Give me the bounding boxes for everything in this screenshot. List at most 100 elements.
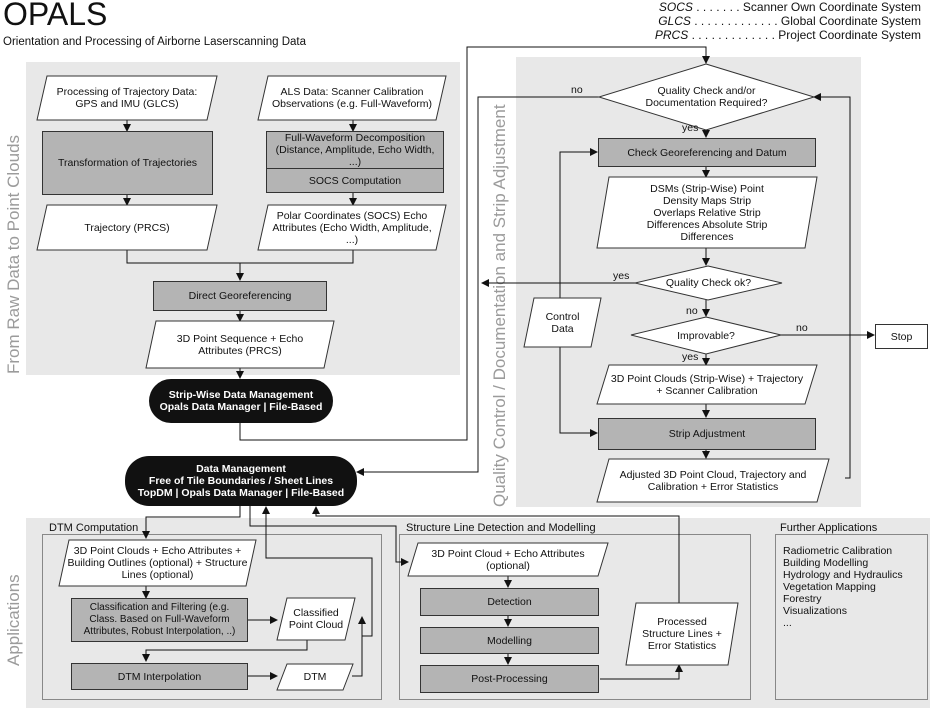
legend-socs-dots: . . . . . . . xyxy=(692,0,743,14)
label-yes-3: yes xyxy=(682,351,699,363)
label-no-2: no xyxy=(686,305,698,317)
trajectory-input: Processing of Trajectory Data: GPS and I… xyxy=(37,76,217,120)
label-no-1: no xyxy=(571,84,583,96)
post-processing-step: Post-Processing xyxy=(420,665,599,693)
further-applications-list: Radiometric Calibration Building Modelli… xyxy=(783,545,903,629)
improvable-diamond xyxy=(630,316,782,355)
qc-ok-label: Quality Check ok? xyxy=(665,277,752,289)
legend-socs-abbr: SOCS xyxy=(658,0,693,14)
transform-trajectories-step: Transformation of Trajectories xyxy=(42,131,213,195)
socs-computation-step: SOCS Computation xyxy=(266,168,444,193)
app-subtitle: Orientation and Processing of Airborne L… xyxy=(3,36,307,48)
polar-label: Polar Coordinates (SOCS) Echo Attributes… xyxy=(272,209,432,246)
quality-check-required: Quality Check and/or Documentation Requi… xyxy=(599,64,814,130)
classified-label: Classified Point Cloud xyxy=(288,607,344,631)
point-sequence: 3D Point Sequence + Echo Attributes (PRC… xyxy=(146,321,334,368)
list-item: Visualizations xyxy=(783,605,848,617)
app-title: OPALS xyxy=(3,0,108,32)
classified-shape xyxy=(276,597,356,641)
fw-decomposition-step: Full-Waveform Decomposition (Distance, A… xyxy=(266,131,444,169)
adjusted-label: Adjusted 3D Point Cloud, Trajectory and … xyxy=(619,468,807,493)
structure-line-panel xyxy=(399,534,751,700)
list-item: Radiometric Calibration xyxy=(783,545,893,557)
dsms-shape xyxy=(596,176,818,249)
post-label: Post-Processing xyxy=(471,673,548,685)
quality-check-diamond xyxy=(597,63,816,131)
interp-label: DTM Interpolation xyxy=(117,670,202,683)
strip-dm-line1: Strip-Wise Data Management xyxy=(168,389,314,401)
strip-adjustment-step: Strip Adjustment xyxy=(598,418,816,450)
detection-step: Detection xyxy=(420,588,599,616)
trajectory-output-shape xyxy=(36,204,218,251)
stop-terminal: Stop xyxy=(875,324,928,349)
list-item: ... xyxy=(783,617,792,629)
dtm-input-label: 3D Point Clouds + Echo Attributes + Buil… xyxy=(67,545,248,581)
classified-point-cloud: Classified Point Cloud xyxy=(277,598,355,640)
processed-structure-lines: Processed Structure Lines + Error Statis… xyxy=(626,603,738,665)
strip-clouds-shape xyxy=(596,364,818,405)
label-yes-2: yes xyxy=(613,270,630,282)
polar-coords-shape xyxy=(257,204,447,251)
list-item: Hydrology and Hydraulics xyxy=(783,569,903,581)
further-applications-panel xyxy=(775,534,928,700)
list-item: Forestry xyxy=(783,593,822,605)
direct-georeferencing-step: Direct Georeferencing xyxy=(153,281,327,311)
strip-wise-data-management: Strip-Wise Data Management Opals Data Ma… xyxy=(149,379,333,423)
modelling-label: Modelling xyxy=(487,634,532,647)
sl-input-shape xyxy=(407,542,609,577)
stop-label: Stop xyxy=(890,330,913,343)
dtm-input-shape xyxy=(58,539,257,587)
legend-glcs-dots: . . . . . . . . . . . . . xyxy=(690,14,781,28)
label-no-3: no xyxy=(796,322,808,334)
legend-socs-full: Scanner Own Coordinate System xyxy=(742,0,921,14)
strip-adj-label: Strip Adjustment xyxy=(668,428,746,440)
adjusted-output: Adjusted 3D Point Cloud, Trajectory and … xyxy=(597,459,829,502)
strip-point-clouds: 3D Point Clouds (Strip-Wise) + Trajector… xyxy=(597,365,817,404)
processed-shape xyxy=(625,602,739,666)
detection-label: Detection xyxy=(487,596,532,608)
legend-glcs-full: Global Coordinate System xyxy=(780,14,921,28)
dm-line1: Data Management xyxy=(196,463,286,475)
adjusted-output-shape xyxy=(596,458,830,503)
fw-decomp-label: Full-Waveform Decomposition (Distance, A… xyxy=(275,132,435,168)
legend-prcs-abbr: PRCS xyxy=(654,28,689,42)
als-input-shape xyxy=(257,75,447,121)
control-data-label: Control Data xyxy=(545,310,580,335)
socs-comp-label: SOCS Computation xyxy=(308,174,402,187)
check-georeferencing-step: Check Georeferencing and Datum xyxy=(598,138,816,167)
data-management: Data Management Free of Tile Boundaries … xyxy=(125,456,357,506)
label-yes-1: yes xyxy=(682,122,699,134)
als-input-label: ALS Data: Scanner Calibration Observatio… xyxy=(271,86,433,110)
list-item: Vegetation Mapping xyxy=(783,581,876,593)
trajectory-output: Trajectory (PRCS) xyxy=(37,205,217,250)
dtm-output-shape xyxy=(276,663,354,691)
dtm-label: DTM xyxy=(303,671,327,683)
sl-section-title: Structure Line Detection and Modelling xyxy=(406,522,596,534)
improvable-decision: Improvable? xyxy=(631,317,781,354)
legend-socs: SOCS . . . . . . . Scanner Own Coordinat… xyxy=(659,0,921,14)
further-section-title: Further Applications xyxy=(780,522,878,534)
list-item: Building Modelling xyxy=(783,557,869,569)
dtm-output: DTM xyxy=(277,664,353,690)
point-seq-label: 3D Point Sequence + Echo Attributes (PRC… xyxy=(176,332,304,357)
control-data-shape xyxy=(523,297,602,348)
dtm-section-title: DTM Computation xyxy=(49,522,139,534)
legend-glcs: GLCS . . . . . . . . . . . . . Global Co… xyxy=(658,14,921,28)
trajectory-input-shape xyxy=(36,75,218,121)
sl-input: 3D Point Cloud + Echo Attributes (option… xyxy=(408,543,608,576)
quality-check-ok: Quality Check ok? xyxy=(635,266,782,300)
quality-check-label: Quality Check and/or Documentation Requi… xyxy=(645,85,768,109)
transform-label: Transformation of Trajectories xyxy=(57,157,198,169)
dm-line3: TopDM | Opals Data Manager | File-Based xyxy=(137,487,345,499)
dtm-computation-panel xyxy=(42,534,382,700)
trajectory-label: Trajectory (PRCS) xyxy=(84,221,170,234)
modelling-step: Modelling xyxy=(420,627,599,654)
strip-dm-line2: Opals Data Manager | File-Based xyxy=(159,401,323,413)
check-geo-label: Check Georeferencing and Datum xyxy=(627,146,787,159)
legend-prcs-full: Project Coordinate System xyxy=(778,28,921,42)
improvable-label: Improvable? xyxy=(677,329,735,342)
legend-prcs-dots: . . . . . . . . . . . . . xyxy=(688,28,779,42)
trajectory-input-label: Processing of Trajectory Data: GPS and I… xyxy=(56,86,198,110)
control-data: Control Data xyxy=(524,298,601,347)
